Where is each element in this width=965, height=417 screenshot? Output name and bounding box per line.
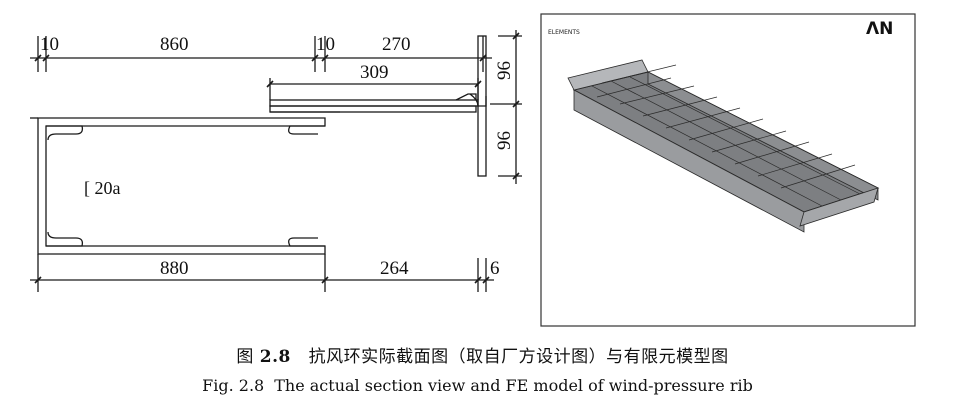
ansys-logo: ΛN (866, 19, 893, 39)
fe-side-wall-front (573, 89, 805, 233)
channel-outline (37, 117, 326, 255)
caption-chinese: 图 2.8 抗风环实际截面图（取自厂方设计图）与有限元模型图 (0, 342, 965, 367)
caption-cn-number: 2.8 (259, 347, 291, 367)
flange-toe-br (288, 237, 325, 247)
caption-english: Fig. 2.8 The actual section view and FE m… (0, 376, 965, 395)
lip-bracket (455, 93, 477, 101)
fe-element-label: ELEMENTS (548, 29, 580, 36)
dim-top-1: 860 (160, 34, 189, 55)
flange-toe-bl (46, 231, 84, 247)
dim-top-2: 10 (316, 34, 335, 55)
flange-toe-tl (46, 125, 84, 141)
lower-plate (269, 105, 477, 113)
dim-right-1: 96 (494, 131, 515, 150)
section-drawing (30, 30, 522, 292)
dimension-labels: 10 860 10 270 309 96 96 [ 20a 880 264 6 (40, 34, 515, 279)
caption-en-prefix: Fig. 2.8 (202, 376, 265, 395)
figure-drawing: 10 860 10 270 309 96 96 [ 20a 880 264 6 … (30, 13, 916, 327)
dim-bottom-0: 880 (160, 258, 189, 279)
channel-label: [ 20a (84, 178, 120, 198)
dim-bottom-1: 264 (380, 258, 409, 279)
web-joint (469, 93, 487, 107)
dim-bottom-2: 6 (490, 258, 500, 279)
caption-en-text: The actual section view and FE model of … (274, 376, 753, 395)
fe-mesh-grid (591, 64, 861, 207)
dim-top-0: 10 (40, 34, 59, 55)
fe-side-wall-back (647, 71, 879, 201)
tick-marks (34, 54, 487, 62)
caption-cn-prefix: 图 (236, 347, 254, 367)
top-plate (269, 99, 479, 107)
flange-toe-tr (288, 125, 325, 135)
caption-cn-text: 抗风环实际截面图（取自厂方设计图）与有限元模型图 (308, 347, 729, 367)
fe-end-flange-right (799, 187, 879, 227)
fe-model-panel: ELEMENTS ΛN (540, 13, 916, 327)
dim-right-0: 96 (494, 61, 515, 80)
dim-top-3: 270 (382, 34, 411, 55)
dim-inner: 309 (360, 62, 389, 83)
